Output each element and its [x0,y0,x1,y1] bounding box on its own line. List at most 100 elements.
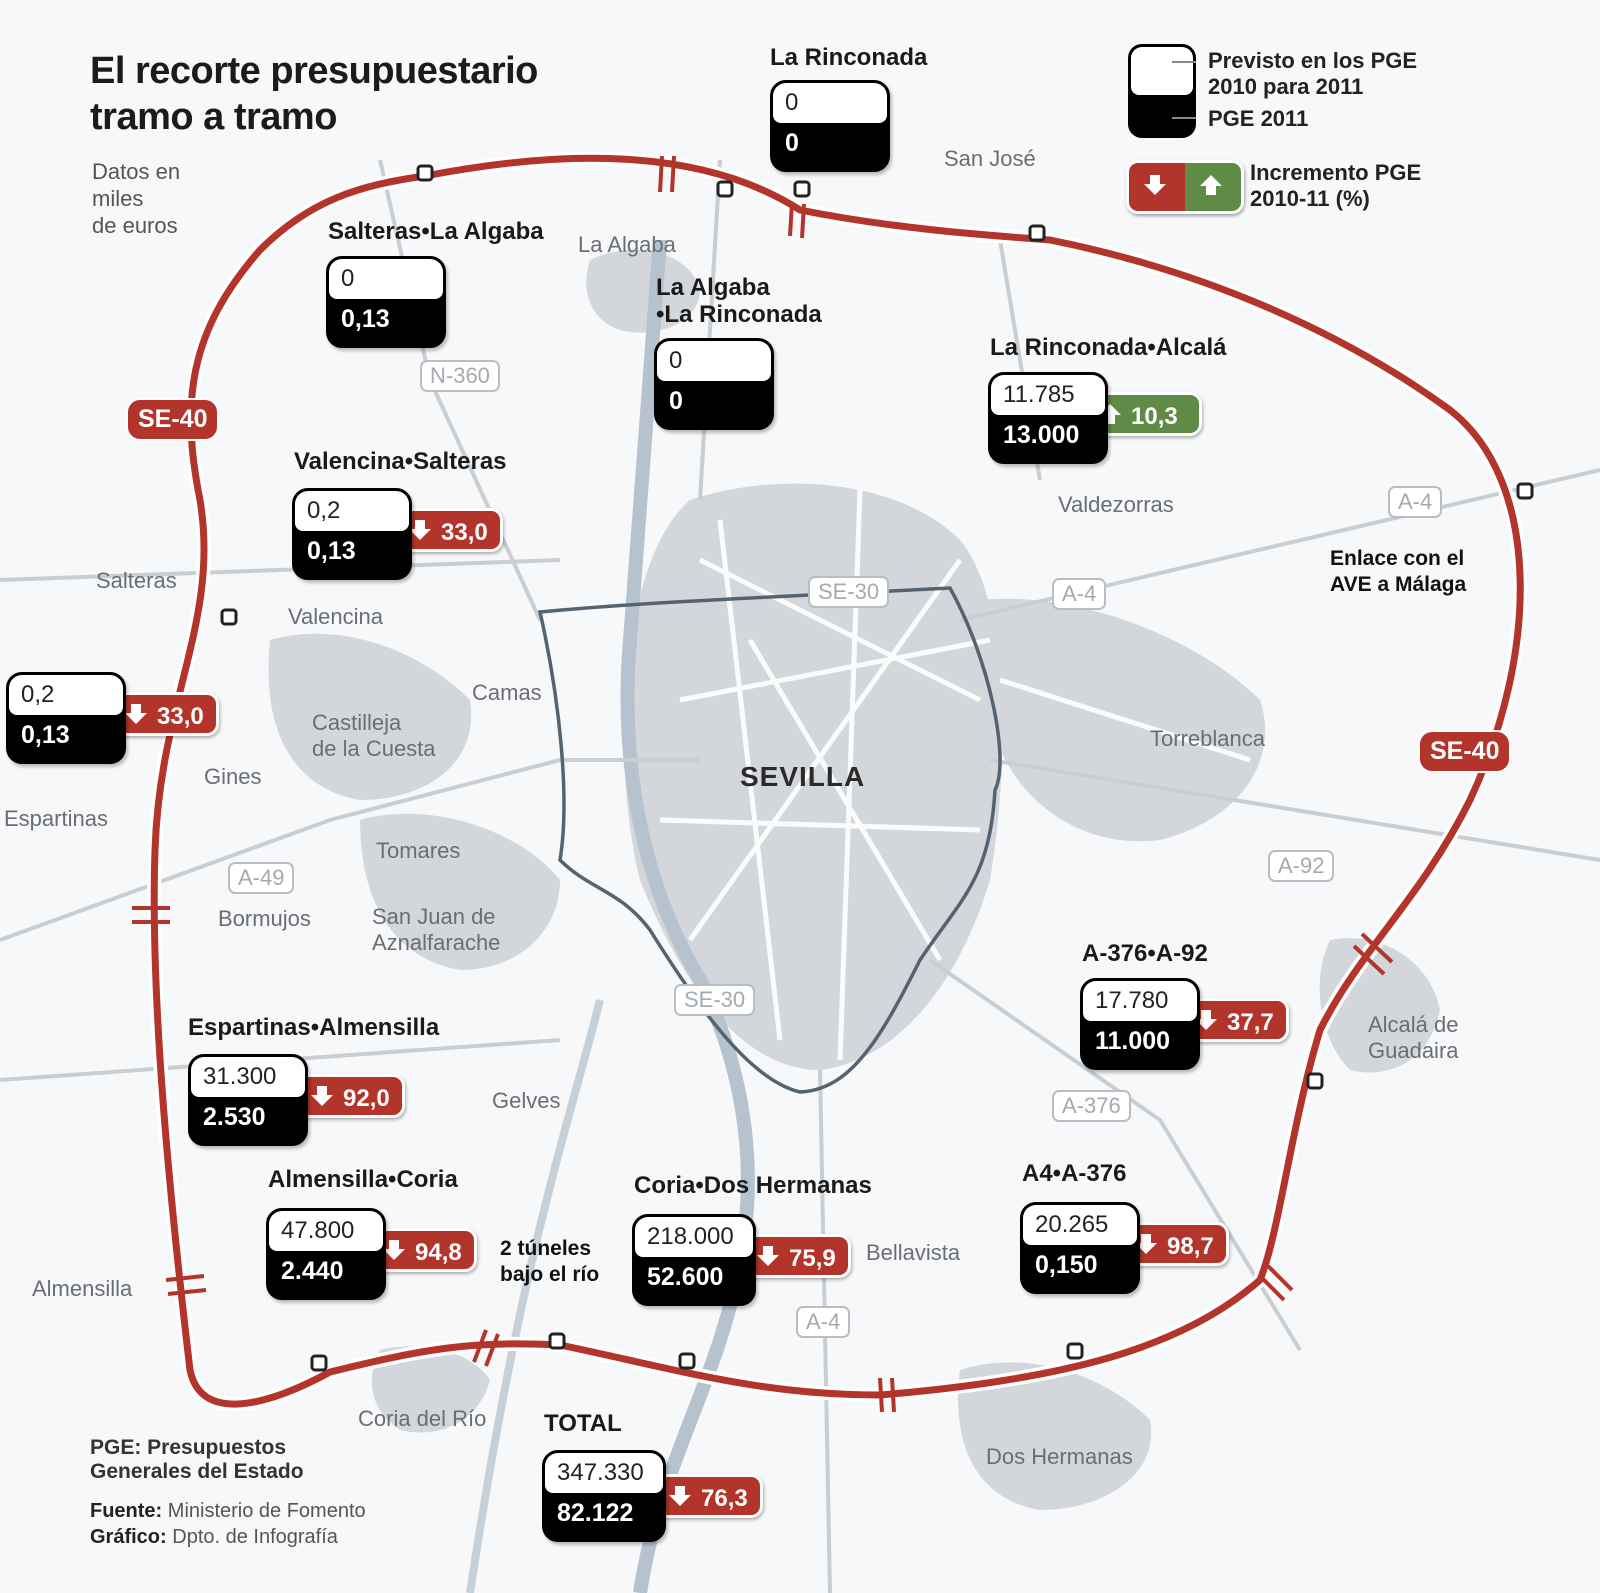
place-label: Dos Hermanas [986,1444,1133,1469]
legend-up-chip [1185,163,1241,211]
place-label: Valdezorras [1058,492,1174,517]
place-label: Salteras [96,568,177,593]
road-north [698,159,722,501]
map-title: El recorte presupuestario tramo a tramo [90,48,538,140]
change-chip: 75,9 [742,1234,851,1278]
arrow-down-icon [1135,1234,1157,1254]
segment-label: La Algaba •La Rinconada [656,274,822,328]
coria-urban [371,1346,490,1433]
planned-value: 47.800 [269,1211,383,1251]
title-line-2: tramo a tramo [90,96,337,138]
road-a92 [989,758,1600,862]
section-breaks [132,155,1394,1413]
junction-node [716,180,734,198]
actual-value: 2.530 [203,1103,266,1131]
place-label: Coria del Río [358,1406,487,1431]
river [620,239,755,1593]
ave-callout: Enlace con el AVE a Málaga [1330,546,1466,598]
place-label: La Algaba [578,232,676,257]
planned-value: 17.780 [1083,981,1197,1021]
change-chip: 92,0 [296,1074,405,1118]
segment-label: Salteras•La Algaba [328,218,544,245]
se40-label-east: SE-40 [1420,732,1510,771]
actual-value: 82.122 [557,1499,634,1527]
dos-hermanas-urban [958,1362,1152,1510]
change-value: 92,0 [343,1085,390,1112]
section-break [1352,932,1394,976]
street [999,677,1251,763]
planned-value: 0,2 [9,675,123,715]
pge-definition: PGE: Presupuestos Generales del Estado [90,1436,304,1484]
arrow-down-icon [125,704,147,724]
change-chip: 94,8 [368,1228,477,1272]
planned-value: 31.300 [191,1057,305,1097]
segment-label: A-376•A-92 [1082,940,1208,967]
legend-planned-line: 2010 para 2011 [1208,74,1364,99]
legend-change-line: 2010-11 (%) [1250,186,1370,211]
legend-change-chips [1126,160,1244,214]
actual-value: 0 [669,387,683,415]
street [698,557,982,703]
junction-node [1516,482,1534,500]
road-a49 [0,758,700,942]
legend-down-chip [1129,163,1185,211]
place-label: Bellavista [866,1240,961,1265]
junction-node [678,1352,696,1370]
road-a376 [928,958,1302,1352]
segment-budget-box: 218.000 52.600 [632,1214,756,1306]
change-value: 94,8 [415,1239,462,1266]
place-label: San Juan de Aznalfarache [372,904,501,955]
se30-ring [537,586,1002,1094]
place-label: Gines [204,764,262,789]
road-label: N-360 [420,360,500,392]
planned-value: 347.330 [545,1453,663,1493]
segment-label: Almensilla•Coria [268,1166,458,1193]
urban-areas [268,250,1440,1510]
segment-budget-box: 0 0 [770,80,890,172]
change-chip: 76,3 [654,1474,763,1518]
segment-budget-box: 0,2 0,13 [6,672,126,764]
pge-definition-line: PGE: Presupuestos [90,1436,287,1459]
source-text: Ministerio de Fomento [167,1500,366,1522]
section-break [165,1274,207,1296]
place-label: San José [944,146,1036,171]
road-label: A-4 [1052,578,1107,610]
legend-actual: PGE 2011 [1208,106,1309,131]
junction-node [1066,1342,1084,1360]
change-value: 33,0 [441,519,488,546]
source-label: Fuente: [90,1500,163,1522]
city-label: SEVILLA [740,761,866,792]
legend-planned: Previsto en los PGE 2010 para 2011 [1208,48,1417,100]
street [687,558,963,942]
se40-ring [150,154,1524,1408]
segment-budget-box: 20.265 0,150 [1020,1202,1140,1294]
road-label: A-376 [1052,1090,1131,1122]
actual-value: 2.440 [281,1257,344,1285]
junction-node [220,608,238,626]
change-value: 10,3 [1131,403,1178,430]
segment-label: TOTAL [544,1410,622,1437]
graphic-credit: Gráfico: Dpto. de Infografía [90,1526,338,1549]
junction-node [416,164,434,182]
arrow-down-icon [409,520,431,540]
tunnels-callout-line: 2 túneles [500,1237,592,1260]
units-note-line: Datos en [92,159,181,184]
planned-value: 11.785 [991,375,1105,415]
se40-label-west: SE-40 [128,400,218,439]
actual-value: 13.000 [1003,421,1080,449]
units-note-line: de euros [92,213,178,238]
street [717,519,783,1041]
junctions [220,164,1534,1372]
tunnels-callout: 2 túneles bajo el río [500,1236,599,1288]
section-break [878,1377,896,1413]
legend-change-line: Incremento PGE [1250,160,1422,185]
change-chip: 33,0 [110,692,219,736]
planned-value: 0,2 [295,491,409,531]
change-value: 76,3 [701,1485,748,1512]
tunnels-callout-line: bajo el río [500,1263,600,1286]
street [679,637,991,703]
la-algaba-urban [586,250,700,333]
arrow-up-icon [1200,175,1222,195]
segment-label: La Rinconada•Alcalá [990,334,1227,361]
place-label: Gelves [492,1088,561,1113]
